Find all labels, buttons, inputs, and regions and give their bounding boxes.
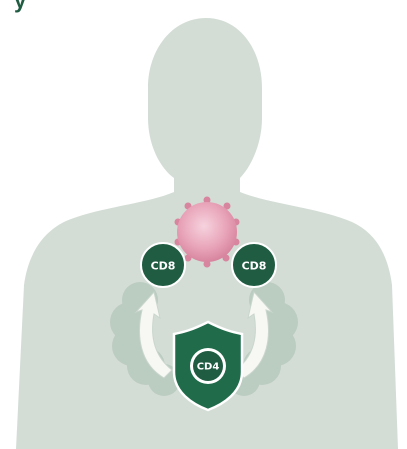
t-cell-icon-right: CD8 xyxy=(232,243,276,287)
left-cell-label: CD8 xyxy=(151,260,176,273)
shield-label: CD4 xyxy=(197,362,220,373)
t-cell-icon-left: CD8 xyxy=(141,243,185,287)
right-cell-label: CD8 xyxy=(242,260,267,273)
header-fragment: y xyxy=(14,0,27,13)
shield-icon: CD4 xyxy=(174,322,242,410)
